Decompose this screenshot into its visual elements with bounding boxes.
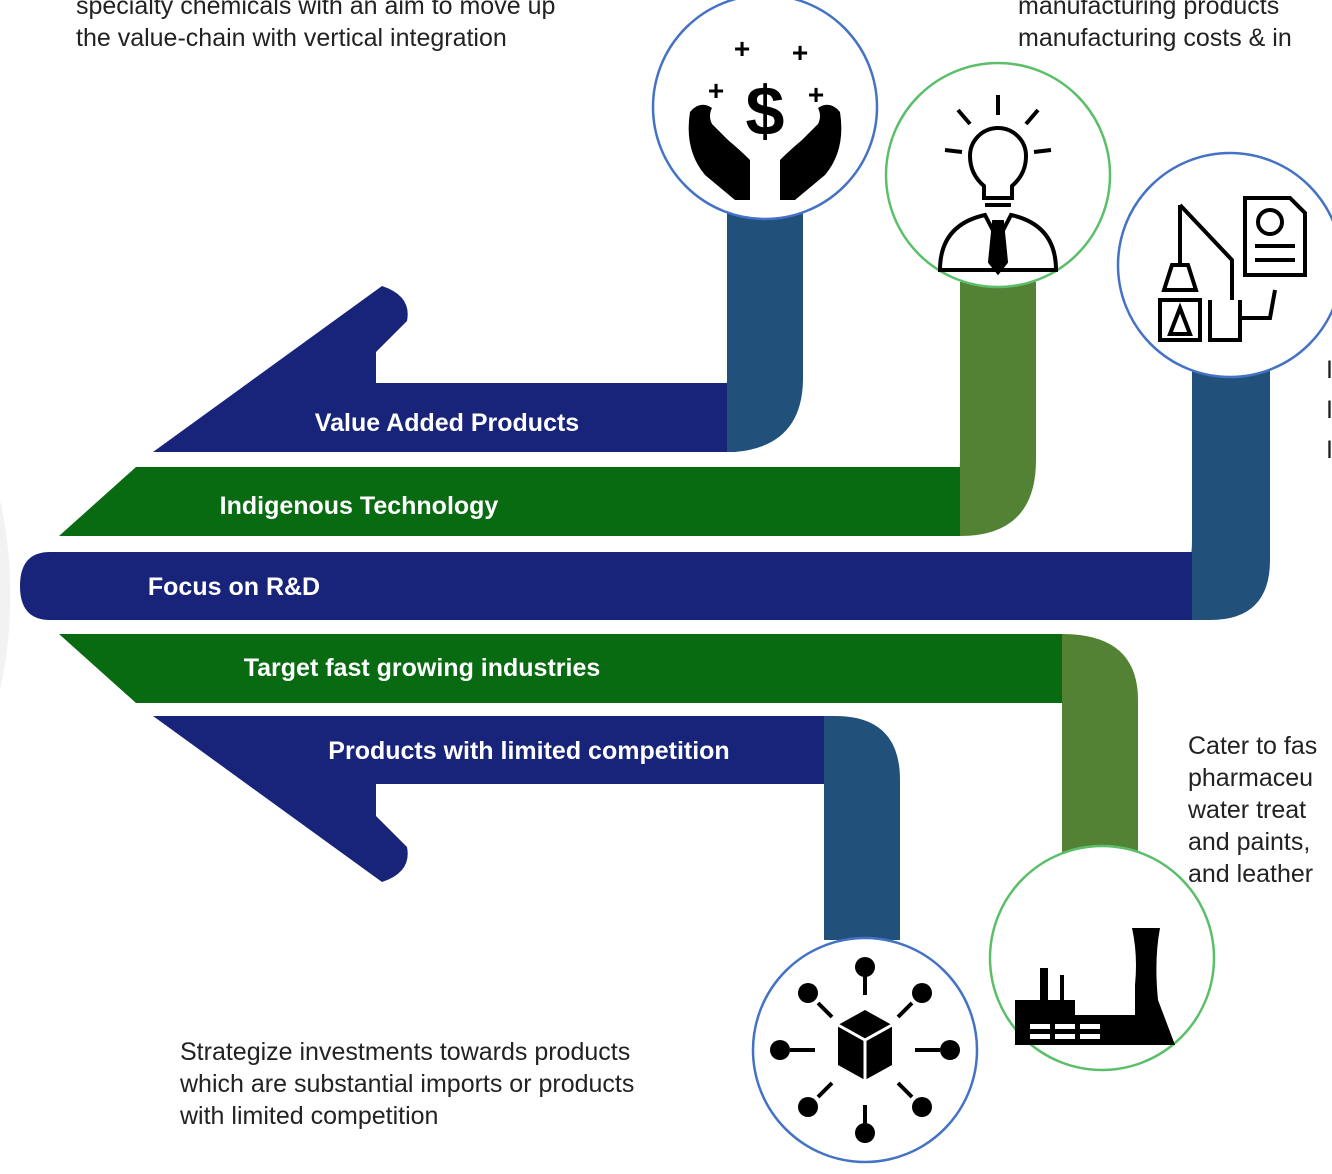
description-line: manufacturing costs & in bbox=[1018, 24, 1292, 52]
distribution-box-icon bbox=[770, 957, 960, 1143]
description-line: the value-chain with vertical integratio… bbox=[76, 24, 507, 52]
band-limited bbox=[153, 716, 824, 882]
band-label-limited: Products with limited competition bbox=[328, 737, 729, 765]
band-label-fast-growing: Target fast growing industries bbox=[244, 654, 601, 682]
description-value-added: specialty chemicals with an aim to move … bbox=[76, 0, 555, 54]
icon-circle-indigenous bbox=[884, 61, 1112, 289]
connector-value-added bbox=[688, 212, 803, 452]
description-line: manufacturing products bbox=[1018, 0, 1280, 20]
description-line: water treat bbox=[1188, 796, 1307, 824]
connector-fast-growing bbox=[1020, 634, 1138, 912]
description-line: I bbox=[1326, 396, 1332, 424]
band-label-rnd: Focus on R&D bbox=[148, 573, 320, 601]
description-line: pharmaceu bbox=[1188, 764, 1314, 792]
description-line: with limited competition bbox=[180, 1102, 439, 1130]
connector-limited bbox=[782, 716, 900, 940]
description-fast-growing: Cater to fas pharmaceu water treat and p… bbox=[1188, 730, 1317, 890]
icon-circle-value-added: $ + + + + bbox=[651, 0, 879, 221]
band-label-indigenous: Indigenous Technology bbox=[220, 492, 499, 520]
description-line: Cater to fas bbox=[1188, 732, 1318, 760]
connector-indigenous bbox=[915, 282, 1036, 536]
band-fast-growing bbox=[59, 634, 1062, 703]
svg-text:+: + bbox=[808, 79, 824, 110]
icon-circle-limited bbox=[751, 936, 979, 1164]
description-line: I bbox=[1326, 356, 1332, 384]
icon-circle-rnd bbox=[1116, 151, 1332, 379]
description-limited-competition: Strategize investments towards products … bbox=[180, 1036, 634, 1132]
idea-person-icon bbox=[937, 95, 1059, 276]
description-line: and leather bbox=[1188, 860, 1314, 888]
description-line: Strategize investments towards products bbox=[180, 1038, 631, 1066]
band-rnd bbox=[20, 552, 1192, 620]
svg-text:+: + bbox=[792, 37, 808, 68]
description-line: specialty chemicals with an aim to move … bbox=[76, 0, 556, 20]
factory-icon bbox=[1015, 928, 1175, 1045]
svg-text:$: $ bbox=[746, 72, 785, 150]
description-line: I bbox=[1326, 436, 1332, 464]
band-indigenous bbox=[59, 467, 960, 536]
lab-report-icon bbox=[1158, 196, 1307, 342]
money-hands-icon: $ + + + + bbox=[688, 33, 842, 200]
connector-rnd bbox=[1150, 362, 1270, 620]
description-line: which are substantial imports or product… bbox=[180, 1070, 635, 1098]
description-line: and paints, bbox=[1188, 828, 1311, 856]
svg-text:+: + bbox=[708, 75, 724, 106]
band-value-added bbox=[153, 286, 727, 452]
band-label-value-added: Value Added Products bbox=[315, 409, 579, 437]
svg-text:+: + bbox=[734, 33, 750, 64]
icon-circle-fast-growing bbox=[988, 844, 1216, 1072]
description-rnd: I I I bbox=[1326, 350, 1332, 470]
background-circle-edge bbox=[0, 500, 11, 690]
description-indigenous: manufacturing products manufacturing cos… bbox=[1018, 0, 1292, 54]
